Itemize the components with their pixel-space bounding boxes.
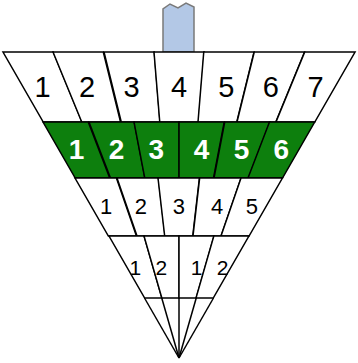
cell-number: 2 xyxy=(217,257,229,278)
cell-number: 2 xyxy=(79,73,95,102)
tip-lines xyxy=(145,298,214,358)
cell-number: 4 xyxy=(194,136,210,164)
cell-shape xyxy=(276,52,355,122)
cell-number: 1 xyxy=(34,73,50,102)
cell-number: 4 xyxy=(211,196,223,218)
number-cell: 4 xyxy=(154,52,204,122)
cell-number: 3 xyxy=(173,196,185,218)
cell-shape xyxy=(144,236,179,298)
cell-shape xyxy=(196,236,249,298)
cell-shape xyxy=(117,178,165,236)
cell-number: 6 xyxy=(263,73,279,102)
number-cell: 7 xyxy=(276,52,355,122)
cell-number: 5 xyxy=(234,136,250,164)
cell-number: 5 xyxy=(218,73,234,102)
cell-shape xyxy=(221,178,282,236)
cell-number: 1 xyxy=(129,257,141,278)
cell-number: 3 xyxy=(124,73,140,102)
number-cell: 2 xyxy=(144,236,179,298)
cell-number: 2 xyxy=(156,257,168,278)
cell-number: 5 xyxy=(246,196,258,218)
cell-shape xyxy=(134,122,179,178)
cell-number: 2 xyxy=(109,136,125,164)
cell-number: 1 xyxy=(100,196,112,218)
cell-number: 1 xyxy=(191,257,203,278)
cell-shape xyxy=(248,122,315,178)
cell-number: 4 xyxy=(171,73,187,102)
cell-shape xyxy=(154,52,204,122)
cell-shape xyxy=(104,52,160,122)
cell-number: 1 xyxy=(69,136,85,164)
number-cell: 2 xyxy=(196,236,249,298)
number-cell: 5 xyxy=(221,178,282,236)
number-cell: 2 xyxy=(117,178,165,236)
number-cell: 6 xyxy=(248,122,315,178)
number-cell: 3 xyxy=(134,122,179,178)
number-cell: 3 xyxy=(104,52,160,122)
cell-number: 2 xyxy=(135,196,147,218)
cell-number: 7 xyxy=(307,73,323,102)
cell-number: 3 xyxy=(149,136,165,164)
cell-number: 6 xyxy=(274,136,290,164)
pole xyxy=(163,3,194,52)
